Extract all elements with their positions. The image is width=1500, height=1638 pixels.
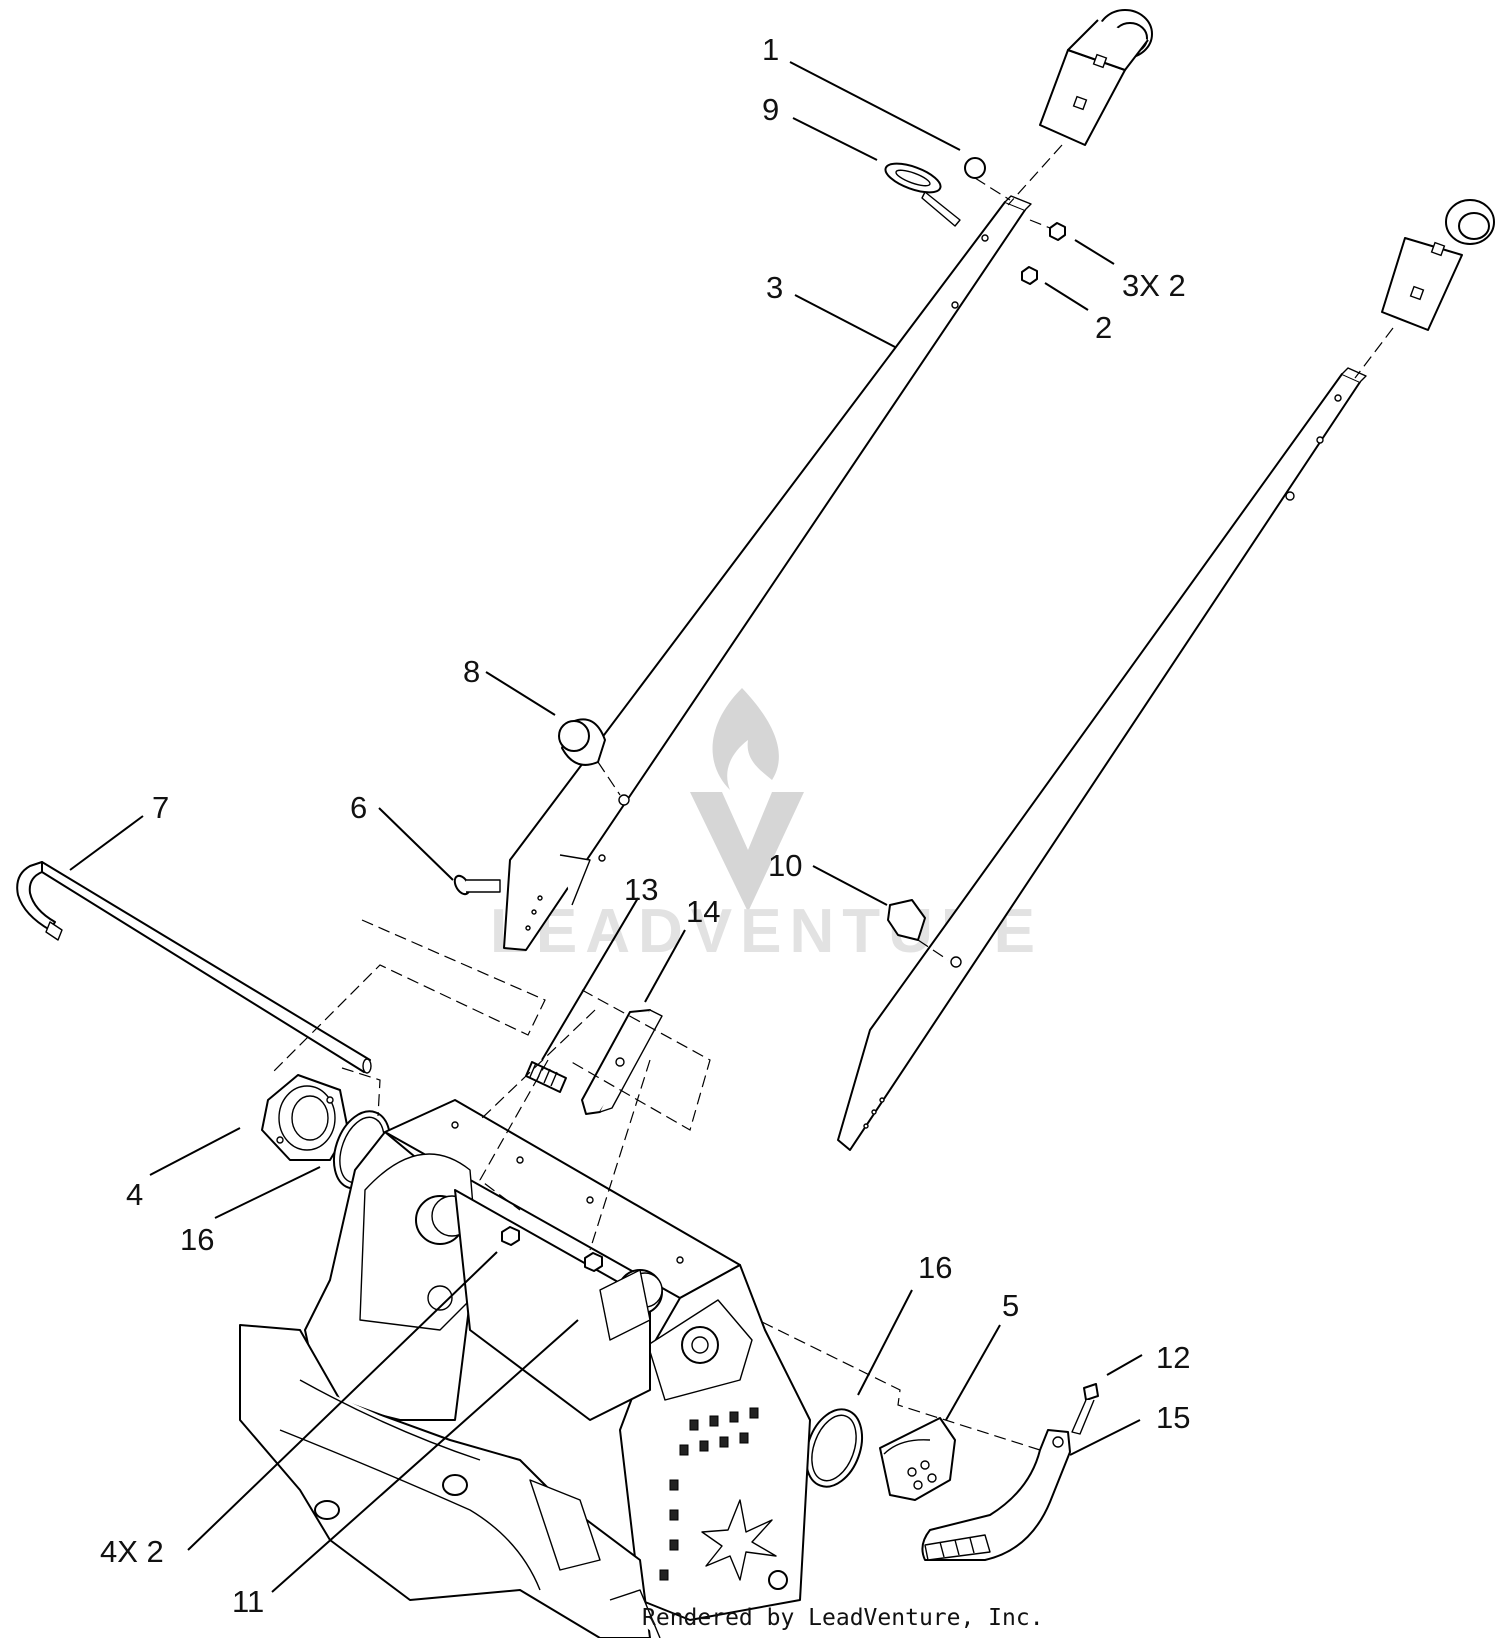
part-7-rod [16,861,372,1074]
front-plate-vents [659,1407,759,1581]
phantom-lines [269,919,1041,1451]
callout-10: 10 [768,848,802,883]
callout-14: 14 [686,894,720,929]
v-logo-icon [690,792,804,912]
part-14-bracket-plate [581,1009,663,1115]
frame-housing [239,1099,811,1638]
callout-8: 8 [463,654,480,689]
callout-9: 9 [762,92,779,127]
part-13-spring [525,1061,567,1093]
part-1-grip-end-left [1007,9,1153,206]
callout-3x2: 3X 2 [1122,268,1186,303]
callout-1: 1 [762,32,779,67]
callout-4x2: 4X 2 [100,1534,164,1569]
callout-4: 4 [126,1177,143,1212]
callout-6: 6 [350,790,367,825]
part-10-clip [887,899,949,961]
callout-16-right: 16 [918,1250,952,1285]
part-4-bushing-bracket [261,1074,349,1161]
handle-top-hardware [884,157,1066,285]
right-handle-tube [837,199,1495,1151]
callout-11: 11 [232,1584,264,1619]
part-5-clamp [879,1417,956,1501]
part-8-knob [558,718,621,796]
part-15-pedal [921,1429,1071,1561]
callout-7: 7 [152,790,169,825]
part-6-clevis-pin [453,874,501,896]
starburst-detail [701,1499,777,1581]
flame-logo-icon [712,688,779,790]
leader-lines [69,61,1143,1593]
callout-12: 12 [1156,1340,1190,1375]
callout-2: 2 [1095,310,1112,345]
callout-3: 3 [766,270,783,305]
part-12-bolt [1071,1383,1099,1435]
callout-13: 13 [624,872,658,907]
callout-labels: 1 9 3X 2 3 2 8 7 6 13 14 10 4 16 16 5 12… [100,32,1190,1619]
callout-5: 5 [1002,1288,1019,1323]
callout-15: 15 [1156,1400,1190,1435]
render-credit: Rendered by LeadVenture, Inc. [642,1605,1044,1631]
callout-16-left: 16 [180,1222,214,1257]
